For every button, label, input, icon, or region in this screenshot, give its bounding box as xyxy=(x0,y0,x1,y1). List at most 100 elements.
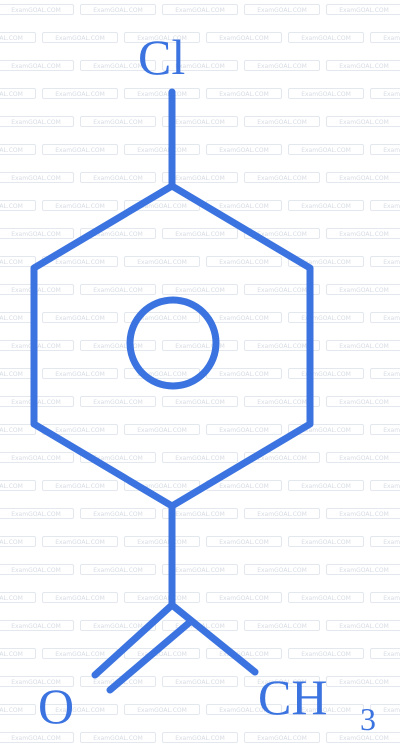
watermark-text: ExamGOAL.COM xyxy=(124,424,200,435)
watermark-text: ExamGOAL.COM xyxy=(288,368,364,379)
watermark-text: ExamGOAL.COM xyxy=(42,480,118,491)
watermark-text: ExamGOAL.COM xyxy=(326,60,400,71)
watermark-text: ExamGOAL.COM xyxy=(124,32,200,43)
watermark-text: ExamGOAL.COM xyxy=(124,256,200,267)
chlorine-label: Cl xyxy=(138,29,185,85)
watermark-row: ExamGOAL.COMExamGOAL.COMExamGOAL.COMExam… xyxy=(0,32,400,46)
watermark-text: ExamGOAL.COM xyxy=(244,564,320,575)
watermark-text: ExamGOAL.COM xyxy=(0,172,74,183)
watermark-text: ExamGOAL.COM xyxy=(162,340,238,351)
watermark-text: ExamGOAL.COM xyxy=(0,592,36,603)
watermark-text: ExamGOAL.COM xyxy=(370,200,400,211)
watermark-text: ExamGOAL.COM xyxy=(244,172,320,183)
watermark-text: ExamGOAL.COM xyxy=(244,228,320,239)
watermark-row: ExamGOAL.COMExamGOAL.COMExamGOAL.COMExam… xyxy=(0,368,400,382)
watermark-text: ExamGOAL.COM xyxy=(124,88,200,99)
watermark-text: ExamGOAL.COM xyxy=(42,88,118,99)
watermark-text: ExamGOAL.COM xyxy=(162,172,238,183)
watermark-text: ExamGOAL.COM xyxy=(370,144,400,155)
watermark-text: ExamGOAL.COM xyxy=(326,732,400,743)
watermark-text: ExamGOAL.COM xyxy=(244,676,320,687)
watermark-text: ExamGOAL.COM xyxy=(206,144,282,155)
watermark-text: ExamGOAL.COM xyxy=(288,704,364,715)
watermark-text: ExamGOAL.COM xyxy=(162,452,238,463)
watermark-text: ExamGOAL.COM xyxy=(370,256,400,267)
watermark-row: ExamGOAL.COM ExamGOAL.COM ExamGOAL.COM Exam… xyxy=(0,592,400,606)
watermark-text: ExamGOAL.COM xyxy=(370,312,400,323)
watermark-text: ExamGOAL.COM xyxy=(42,312,118,323)
watermark-text: ExamGOAL.COM xyxy=(162,4,238,15)
watermark-text: ExamGOAL.COM xyxy=(0,228,74,239)
watermark-text: ExamGOAL.COM xyxy=(244,116,320,127)
watermark-text: ExamGOAL.COM xyxy=(288,480,364,491)
watermark-text: ExamGOAL.COM xyxy=(0,60,74,71)
watermark-text: ExamGOAL.COM xyxy=(0,536,36,547)
aromatic-circle xyxy=(126,296,220,390)
watermark-row: ExamGOAL.COM ExamGOAL.COM ExamGOAL.COM Exam… xyxy=(0,732,400,745)
watermark-text: ExamGOAL.COM xyxy=(244,396,320,407)
watermark-text: ExamGOAL.COM xyxy=(206,592,282,603)
watermark-text: ExamGOAL.COM xyxy=(80,172,156,183)
watermark-text: ExamGOAL.COM xyxy=(244,508,320,519)
benzene-ring xyxy=(30,182,314,510)
watermark-row: ExamGOAL.COMExamGOAL.COMExamGOAL.COMExam… xyxy=(0,200,400,214)
watermark-text: ExamGOAL.COM xyxy=(0,732,74,743)
watermark-text: ExamGOAL.COM xyxy=(42,200,118,211)
watermark-text: ExamGOAL.COM xyxy=(244,60,320,71)
watermark-text: ExamGOAL.COM xyxy=(370,88,400,99)
watermark-text: ExamGOAL.COM xyxy=(326,396,400,407)
watermark-text: ExamGOAL.COM xyxy=(326,452,400,463)
watermark-text: ExamGOAL.COM xyxy=(0,4,74,15)
watermark-text: ExamGOAL.COM xyxy=(326,172,400,183)
watermark-row: ExamGOAL.COMExamGOAL.COMExamGOAL.COMExam… xyxy=(0,312,400,326)
watermark-text: ExamGOAL.COM xyxy=(288,312,364,323)
watermark-text: ExamGOAL.COM xyxy=(0,256,36,267)
watermark-text: ExamGOAL.COM xyxy=(80,564,156,575)
watermark-row: ExamGOAL.COMExamGOAL.COMExamGOAL.COMExam… xyxy=(0,704,400,718)
watermark-text: ExamGOAL.COM xyxy=(370,424,400,435)
watermark-text: ExamGOAL.COM xyxy=(42,592,118,603)
watermark-text: ExamGOAL.COM xyxy=(206,32,282,43)
watermark-text: ExamGOAL.COM xyxy=(206,536,282,547)
watermark-text: ExamGOAL.COM xyxy=(162,396,238,407)
watermark-text: ExamGOAL.COM xyxy=(288,536,364,547)
watermark-text: ExamGOAL.COM xyxy=(162,284,238,295)
watermark-text: ExamGOAL.COM xyxy=(162,116,238,127)
watermark-text: ExamGOAL.COM xyxy=(244,732,320,743)
watermark-text: ExamGOAL.COM xyxy=(0,676,74,687)
watermark-text: ExamGOAL.COM xyxy=(0,116,74,127)
watermark-text: ExamGOAL.COM xyxy=(326,620,400,631)
watermark-text: ExamGOAL.COM xyxy=(80,452,156,463)
watermark-text: ExamGOAL.COM xyxy=(162,732,238,743)
watermark-text: ExamGOAL.COM xyxy=(0,200,36,211)
watermark-text: ExamGOAL.COM xyxy=(206,424,282,435)
watermark-text: ExamGOAL.COM xyxy=(80,620,156,631)
carbonyl-methyl-bond xyxy=(168,601,259,676)
watermark-text: ExamGOAL.COM xyxy=(124,592,200,603)
watermark-row: ExamGOAL.COM ExamGOAL.COM ExamGOAL.COM Exam… xyxy=(0,116,400,130)
watermark-text: ExamGOAL.COM xyxy=(288,424,364,435)
watermark-text: ExamGOAL.COM xyxy=(80,228,156,239)
watermark-text: ExamGOAL.COM xyxy=(370,32,400,43)
watermark-text: ExamGOAL.COM xyxy=(370,536,400,547)
watermark-text: ExamGOAL.COM xyxy=(244,340,320,351)
watermark-text: ExamGOAL.COM xyxy=(80,116,156,127)
watermark-text: ExamGOAL.COM xyxy=(288,592,364,603)
watermark-text: ExamGOAL.COM xyxy=(370,648,400,659)
watermark-text: ExamGOAL.COM xyxy=(370,704,400,715)
watermark-text: ExamGOAL.COM xyxy=(370,368,400,379)
watermark-text: ExamGOAL.COM xyxy=(0,144,36,155)
watermark-text: ExamGOAL.COM xyxy=(0,480,36,491)
methyl-subscript: 3 xyxy=(360,701,376,737)
watermark-text: ExamGOAL.COM xyxy=(206,704,282,715)
oxygen-label: O xyxy=(38,678,74,734)
watermark-text: ExamGOAL.COM xyxy=(0,648,36,659)
watermark-row: ExamGOAL.COMExamGOAL.COMExamGOAL.COMExam… xyxy=(0,480,400,494)
watermark-text: ExamGOAL.COM xyxy=(162,564,238,575)
carbonyl-double-bond-outer xyxy=(91,601,176,679)
watermark-text: ExamGOAL.COM xyxy=(0,620,74,631)
